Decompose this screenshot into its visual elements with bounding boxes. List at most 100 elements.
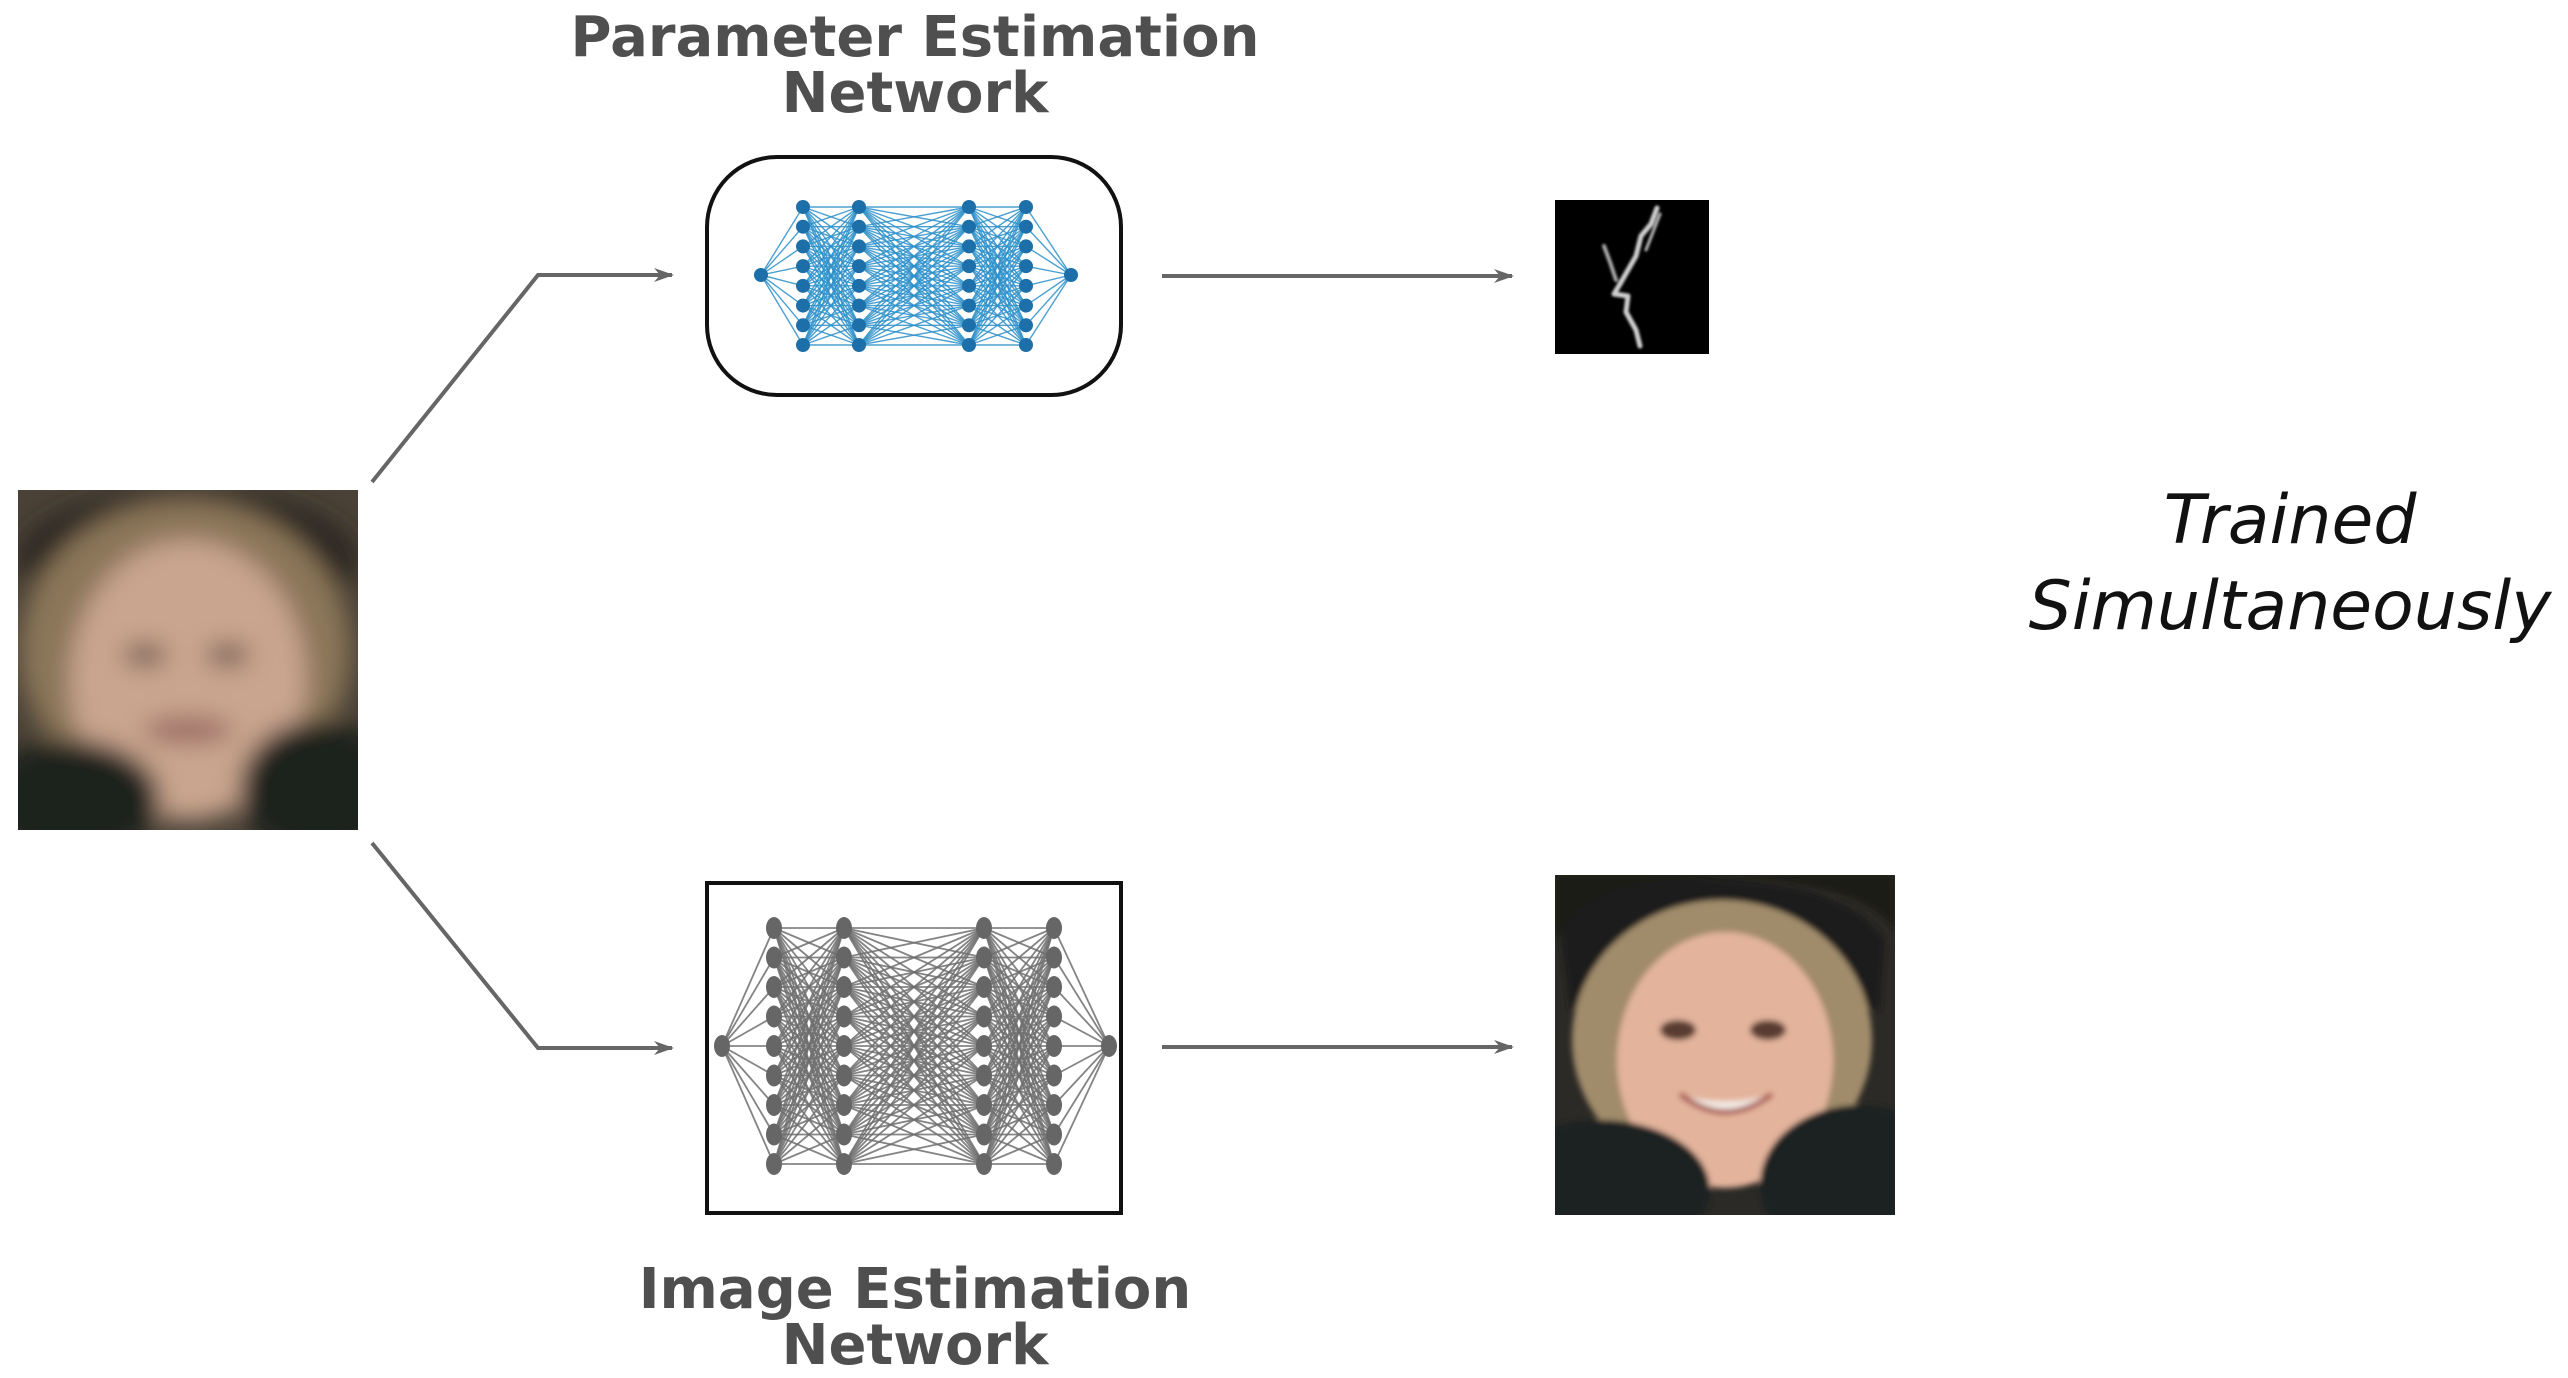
network-node xyxy=(1019,239,1033,254)
network-edge xyxy=(968,206,1027,346)
network-edge xyxy=(721,1045,775,1106)
network-node xyxy=(976,1064,992,1087)
network-nodes xyxy=(754,200,1078,352)
network-node xyxy=(962,200,976,214)
network-edge xyxy=(858,304,970,346)
network-node xyxy=(836,1153,852,1175)
network-node xyxy=(852,200,866,214)
network-node xyxy=(836,946,852,969)
network-edge xyxy=(983,927,1055,988)
network-edge xyxy=(1053,1045,1110,1106)
network-edge xyxy=(1053,1045,1110,1077)
network-node xyxy=(766,1153,782,1175)
network-edge xyxy=(983,957,1055,1165)
network-node xyxy=(1046,1123,1062,1146)
network-edge xyxy=(802,206,860,326)
network-edge xyxy=(983,927,1055,1165)
network-edges xyxy=(760,206,1072,346)
network-edge xyxy=(968,206,1027,306)
network-edge xyxy=(858,265,970,346)
network-node xyxy=(796,259,810,274)
network-edge xyxy=(843,927,985,1077)
network-node xyxy=(796,219,810,234)
network-edge xyxy=(721,1045,775,1135)
network-node xyxy=(836,1005,852,1028)
arrow-input-to-image-network xyxy=(370,841,674,1055)
network-edge xyxy=(1053,1045,1110,1165)
network-node xyxy=(976,946,992,969)
network-edge xyxy=(1053,1045,1110,1135)
network-edge xyxy=(843,927,985,988)
network-node xyxy=(796,338,810,352)
network-node xyxy=(1019,259,1033,274)
network-edge xyxy=(858,206,970,346)
image-network-title-line1: Image Estimation xyxy=(638,1257,1192,1322)
network-edge xyxy=(802,285,860,346)
network-node xyxy=(1101,1035,1117,1057)
input-blurred-image xyxy=(18,490,358,830)
network-edge xyxy=(968,285,1027,346)
blur-kernel-image xyxy=(1555,200,1709,354)
network-edge xyxy=(721,986,775,1047)
network-node xyxy=(1019,219,1033,234)
network-edge xyxy=(843,1045,985,1165)
network-edge xyxy=(760,274,804,287)
network-edge xyxy=(760,274,804,307)
network-node xyxy=(1046,917,1062,939)
network-edge xyxy=(968,206,1027,267)
network-node xyxy=(852,298,866,313)
network-node xyxy=(962,278,976,293)
network-node xyxy=(766,1094,782,1116)
network-edge xyxy=(773,927,845,988)
network-node xyxy=(1046,946,1062,969)
network-edge xyxy=(773,1045,845,1165)
network-edge xyxy=(983,927,1055,1047)
network-edge xyxy=(843,956,985,1165)
network-edge xyxy=(983,927,1055,1106)
network-edge xyxy=(760,265,804,276)
network-edge xyxy=(983,1133,1055,1165)
network-edge xyxy=(983,986,1055,1165)
network-edge xyxy=(773,927,845,959)
network-node xyxy=(766,946,782,969)
network-edge xyxy=(968,226,1027,346)
network-node xyxy=(836,976,852,998)
network-edge xyxy=(802,206,860,248)
network-edge xyxy=(858,206,970,228)
network-node xyxy=(754,268,768,282)
network-edge xyxy=(773,1016,845,1165)
network-edge xyxy=(721,1045,775,1165)
network-edge xyxy=(1025,226,1072,276)
network-node xyxy=(796,200,810,214)
network-edge xyxy=(858,324,970,346)
network-edge xyxy=(760,274,804,346)
parameter-network-title: Parameter Estimation Network xyxy=(570,10,1260,122)
network-edge xyxy=(983,1104,1055,1165)
network-node xyxy=(976,1153,992,1175)
network-edge xyxy=(843,927,985,1136)
network-node xyxy=(976,976,992,998)
network-node xyxy=(1019,318,1033,333)
network-edge xyxy=(1025,265,1072,276)
network-node xyxy=(962,259,976,274)
network-node xyxy=(766,1064,782,1087)
network-edge xyxy=(858,285,970,346)
network-edge xyxy=(983,927,1055,1018)
network-edge xyxy=(1025,274,1072,287)
network-node xyxy=(1046,1005,1062,1028)
network-edge xyxy=(858,245,970,346)
network-edge xyxy=(802,206,860,306)
network-edge xyxy=(802,304,860,346)
network-edge xyxy=(773,927,845,1018)
network-edge xyxy=(1053,1015,1110,1047)
network-node xyxy=(1046,1153,1062,1175)
network-edge xyxy=(843,1074,985,1165)
network-node xyxy=(1019,278,1033,293)
network-node xyxy=(962,219,976,234)
network-node xyxy=(1064,268,1078,282)
network-node xyxy=(976,1123,992,1146)
network-node xyxy=(1019,338,1033,352)
network-node xyxy=(852,219,866,234)
network-node xyxy=(976,1035,992,1057)
